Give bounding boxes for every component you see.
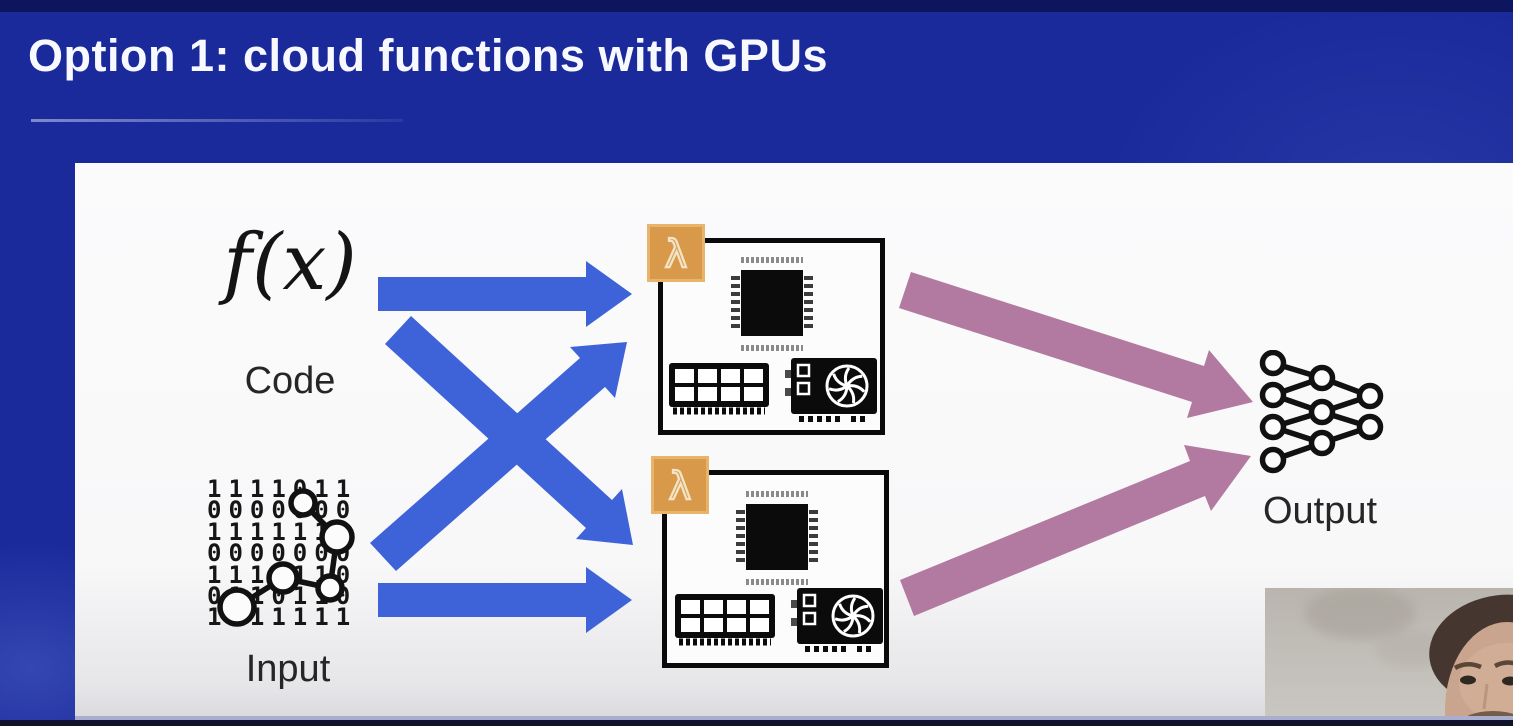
neural-network-icon bbox=[1259, 350, 1384, 474]
lambda-worker-box-2: λ bbox=[651, 456, 889, 668]
ram-module-icon bbox=[675, 594, 775, 642]
arrow-input-to-worker2 bbox=[378, 567, 632, 633]
code-label: Code bbox=[244, 360, 336, 402]
input-label: Input bbox=[245, 648, 331, 690]
aws-lambda-icon: λ bbox=[647, 224, 705, 282]
code-formula: f(x) bbox=[223, 218, 357, 308]
cpu-chip-icon bbox=[731, 260, 813, 348]
cpu-chip-icon bbox=[736, 494, 818, 582]
lambda-glyph: λ bbox=[665, 232, 688, 276]
lambda-glyph: λ bbox=[669, 464, 692, 508]
title-underline bbox=[31, 119, 403, 122]
binary-row: 1111011 bbox=[207, 475, 358, 503]
arrow-worker2-to-output bbox=[900, 445, 1251, 616]
arrow-code-to-worker1 bbox=[378, 261, 632, 327]
top-edge-strip bbox=[0, 0, 1513, 12]
slide-title: Option 1: cloud functions with GPUs bbox=[28, 30, 828, 81]
binary-row: 0000000 bbox=[207, 496, 358, 525]
output-label: Output bbox=[1262, 490, 1378, 532]
aws-lambda-icon: λ bbox=[651, 456, 709, 514]
gpu-card-icon bbox=[791, 588, 883, 649]
arrow-worker1-to-output bbox=[899, 272, 1253, 418]
player-bottom-bar bbox=[0, 720, 1513, 726]
webcam-video-frame bbox=[1265, 588, 1513, 722]
gpu-card-icon bbox=[785, 358, 877, 419]
ram-module-icon bbox=[669, 363, 769, 411]
presenter-webcam bbox=[1265, 588, 1513, 722]
panel-bottom-edge bbox=[75, 716, 1513, 720]
arrow-input-to-worker1 bbox=[370, 342, 627, 571]
input-graph-icon bbox=[217, 488, 355, 627]
lambda-worker-box-1: λ bbox=[647, 224, 885, 435]
